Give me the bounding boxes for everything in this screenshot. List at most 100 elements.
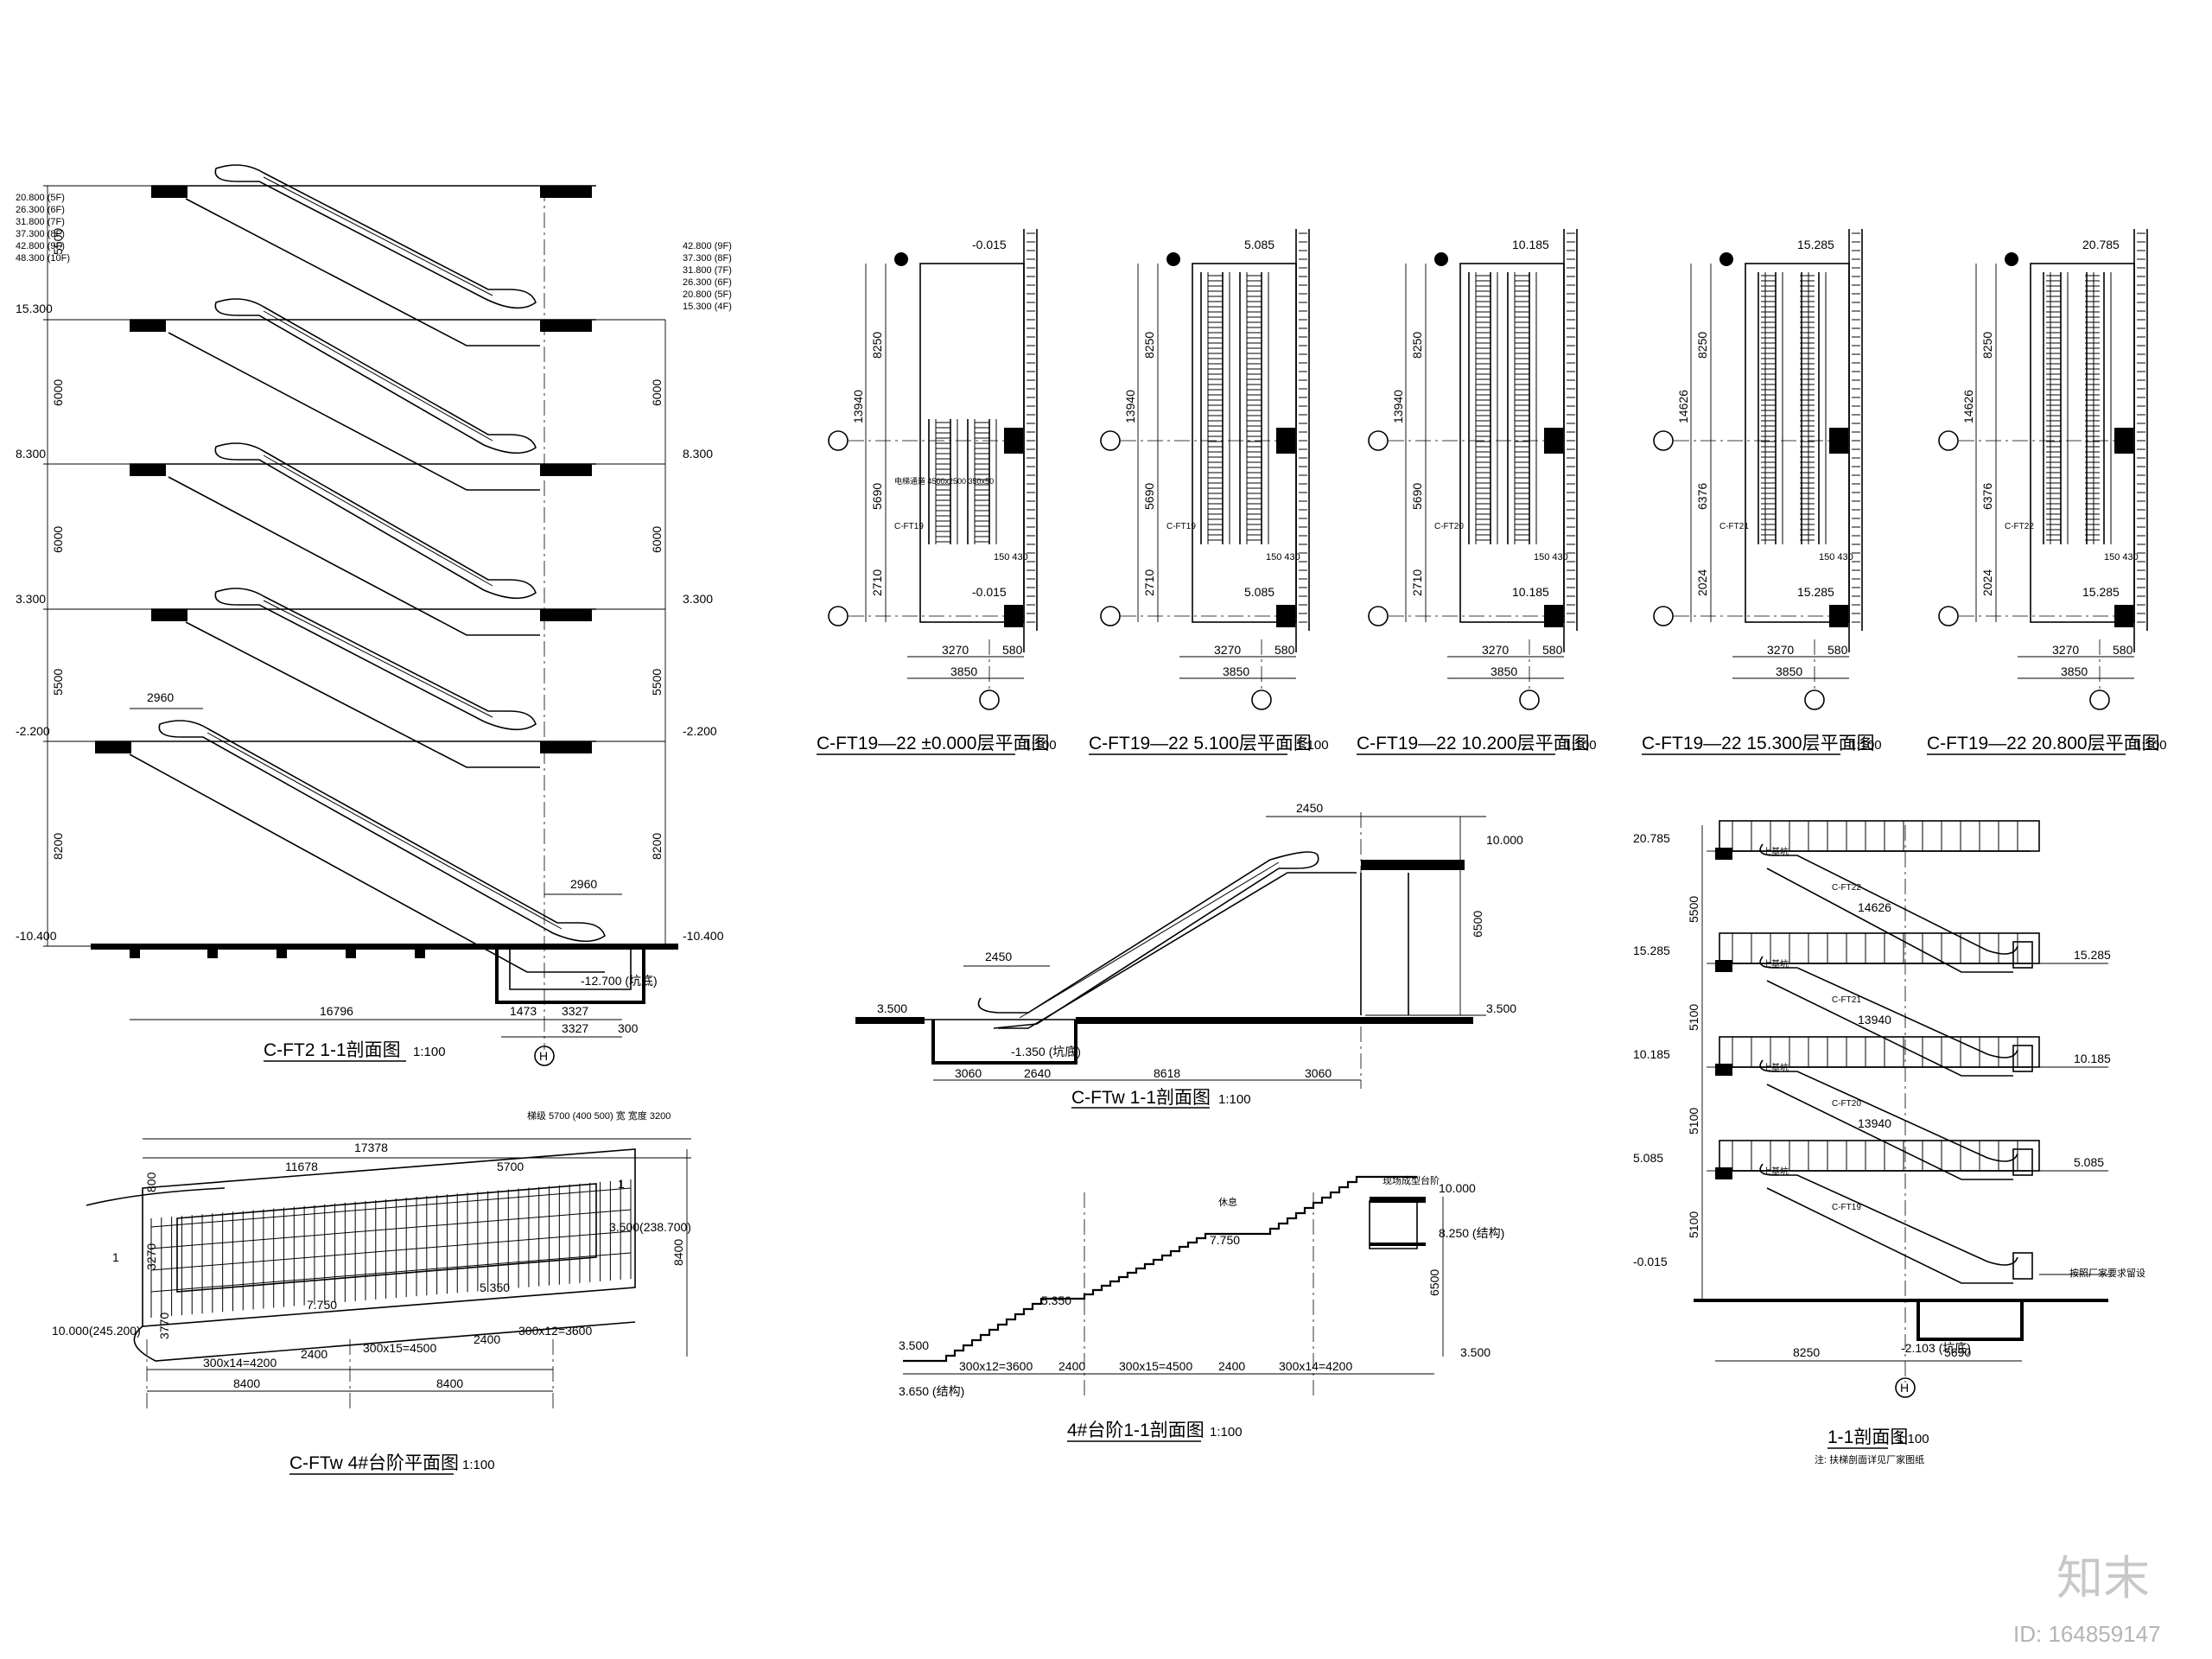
- ftw-plan-scale: 1:100: [462, 1458, 495, 1472]
- ft2-list-r-4: 26.300 (6F): [683, 277, 732, 288]
- ft2-level-r2: 8.300: [683, 447, 713, 461]
- stair-title: 4#台阶1-1剖面图: [1067, 1421, 1205, 1440]
- stair-dim-4: 2400: [1218, 1359, 1245, 1373]
- plan-2-hdim-1: 3270: [1214, 643, 1241, 657]
- ftw-plan-bay-2: 8400: [436, 1376, 463, 1390]
- ftw-top-level: 10.000: [1486, 833, 1523, 847]
- plan-3-tag: C-FT20: [1434, 522, 1464, 531]
- ftw-plan-title: C-FTw 4#台阶平面图: [289, 1453, 459, 1473]
- multi-span-1: 14626: [1858, 900, 1891, 914]
- multi-tag-1: C-FT22: [1832, 883, 1861, 893]
- plan-2-hdim-2: 580: [1274, 643, 1295, 657]
- plan-3-level-top: 10.185: [1512, 238, 1549, 251]
- ft2-landing-top: 2960: [147, 690, 174, 704]
- ftw-plan-level-a: 3.500(238.700): [609, 1220, 691, 1234]
- ftw-plan-level-c: 7.750: [307, 1298, 337, 1312]
- ftw-landing-bottom: 2450: [985, 950, 1012, 963]
- stair-dim-1: 300x12=3600: [959, 1359, 1033, 1373]
- multi-level-l-3: 10.185: [1633, 1047, 1670, 1061]
- plan-4-vdim-1: 8250: [1695, 332, 1709, 359]
- plan-5-vdim-2: 14626: [1961, 390, 1975, 423]
- ft2-dim-c: 3327: [562, 1021, 588, 1035]
- ftw-landing-top: 2450: [1296, 801, 1323, 815]
- ft2-list-l-2: 26.300 (6F): [16, 205, 65, 215]
- plan-2-vdim-1: 8250: [1142, 332, 1156, 359]
- stair-base-level: 3.650 (结构): [899, 1384, 964, 1398]
- plan-1-level-bot: -0.015: [972, 585, 1007, 599]
- plan-5-title: C-FT19—22 20.800层平面图: [1927, 734, 2160, 753]
- plan-3-vdim-3: 5690: [1410, 483, 1424, 510]
- ftw-bottom-left: 3.500: [877, 1001, 907, 1015]
- ftw-plan-bot-3: 300x15=4500: [363, 1341, 436, 1355]
- ftw-plan-left-3: 800: [144, 1172, 158, 1192]
- plan-1-tag: C-FT19: [894, 522, 924, 531]
- multi-up-2: 上基坑: [1763, 958, 1789, 969]
- stair-bottom-level-r: 3.500: [1460, 1345, 1491, 1359]
- plan-1-small-dim: 150 430: [994, 552, 1028, 563]
- plan-1-scale: 1:100: [1024, 738, 1057, 753]
- ft2-height-l3: 6000: [51, 526, 65, 553]
- multi-note-right: 按照厂家要求留设: [2069, 1267, 2145, 1279]
- ft2-list-r-3: 31.800 (7F): [683, 265, 732, 276]
- ft2-height-l5: 8200: [51, 833, 65, 860]
- plan-3-vdim-1: 8250: [1410, 332, 1424, 359]
- plan-5-vdim-4: 2024: [1980, 569, 1994, 596]
- multi-level-r-2: 10.185: [2074, 1052, 2111, 1065]
- plan-3-vdim-4: 2710: [1410, 569, 1424, 596]
- multi-dim-2: 5690: [1944, 1345, 1971, 1359]
- plan-3-hdim-2: 580: [1542, 643, 1563, 657]
- ftw-plan-bot-1: 300x14=4200: [203, 1356, 276, 1370]
- plan-1-level-top: -0.015: [972, 238, 1007, 251]
- multi-title: 1-1剖面图: [1827, 1427, 1908, 1447]
- multi-up-1: 上基坑: [1763, 846, 1789, 857]
- ft2-pit-level: -12.700 (坑底): [581, 974, 658, 988]
- ft2-dim-d: 300: [618, 1021, 639, 1035]
- plan-3-hdim-1: 3270: [1482, 643, 1509, 657]
- multi-pit-level: -2.103 (坑底): [1901, 1341, 1971, 1355]
- stair-sub-level: 8.250 (结构): [1439, 1226, 1504, 1240]
- ft2-dim-total: 16796: [320, 1004, 353, 1018]
- multi-scale: 1:100: [1897, 1432, 1929, 1446]
- watermark-logo: 知末: [2056, 1553, 2150, 1605]
- stair-bottom-level: 3.500: [899, 1338, 929, 1352]
- plan-5-level-top: 20.785: [2082, 238, 2120, 251]
- ft2-level-l2: 8.300: [16, 447, 46, 461]
- multi-height-2: 5100: [1687, 1004, 1700, 1031]
- multi-up-3: 上基坑: [1763, 1062, 1789, 1073]
- multi-span-3: 13940: [1858, 1116, 1891, 1130]
- ftw-plan-section-mark: 1: [112, 1250, 119, 1264]
- ftw-plan-dim-b: 5700: [497, 1160, 524, 1173]
- plan-4-hdim-1: 3270: [1767, 643, 1794, 657]
- multi-note: 注: 扶梯剖面详见厂家图纸: [1815, 1453, 1924, 1465]
- multi-level-r-3: 5.085: [2074, 1155, 2104, 1169]
- multi-height-4: 5100: [1687, 1211, 1700, 1238]
- plan-4-small-dim: 150 430: [1819, 552, 1853, 563]
- ft2-axis-label: H: [539, 1049, 548, 1063]
- multi-tag-3: C-FT20: [1832, 1099, 1861, 1109]
- plan-5-scale: 1:100: [2134, 738, 2167, 753]
- plan-4-vdim-4: 2024: [1695, 569, 1709, 596]
- multi-level-l-5: -0.015: [1633, 1255, 1668, 1268]
- plan-3-hdim-3: 3850: [1491, 664, 1517, 678]
- ft2-list-l-4: 37.300 (8F): [16, 229, 65, 239]
- plan-3-title: C-FT19—22 10.200层平面图: [1357, 734, 1590, 753]
- ftw-dim-c: 8618: [1154, 1066, 1180, 1080]
- plan-1-hdim-3: 3850: [950, 664, 977, 678]
- plan-4-tag: C-FT21: [1719, 522, 1749, 531]
- plan-4-hdim-2: 580: [1827, 643, 1848, 657]
- plan-1-note: 电梯通道 4500x2500 350x50: [894, 476, 994, 486]
- plan-3-vdim-2: 13940: [1391, 390, 1405, 423]
- plan-4-level-bot: 15.285: [1797, 585, 1834, 599]
- ft2-scale: 1:100: [413, 1045, 446, 1059]
- plan-5-tag: C-FT22: [2005, 522, 2034, 531]
- ft2-title: C-FT2 1-1剖面图: [264, 1040, 401, 1060]
- plan-5-vdim-1: 8250: [1980, 332, 1994, 359]
- watermark-id: ID: 164859147: [2013, 1621, 2161, 1647]
